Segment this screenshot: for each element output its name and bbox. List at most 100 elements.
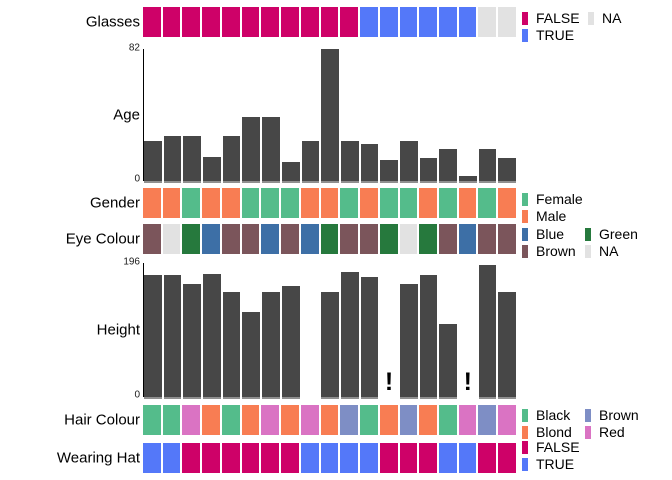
wearing-hat-tile (340, 443, 359, 473)
height-bar-slot (203, 263, 221, 397)
row-label-glasses: Glasses (85, 13, 140, 31)
legend-item-eye-colour-blue: Blue (522, 226, 564, 242)
wearing-hat-strip (143, 443, 516, 473)
row-label-age: Age (113, 106, 140, 124)
row-label-height: Height (96, 321, 140, 339)
eye-colour-tile (320, 224, 339, 254)
height-bar (439, 323, 457, 397)
hair-colour-tile (143, 405, 161, 435)
height-bar (360, 277, 379, 397)
legend-item-glasses-false: FALSE (522, 10, 580, 26)
hair-colour-tile (458, 405, 477, 435)
gender-tile (221, 188, 240, 218)
hair-colour-strip (143, 405, 516, 435)
height-bar-slot (262, 263, 280, 397)
age-bar (242, 116, 261, 181)
hair-colour-tile (300, 405, 319, 435)
gender-tile (143, 188, 161, 218)
glasses-tile (498, 7, 516, 37)
wearing-hat-tile (360, 443, 378, 473)
height-bar-slot (498, 263, 517, 397)
age-bar (321, 49, 339, 181)
wearing-hat-tile (221, 443, 240, 473)
height-bar (399, 284, 418, 397)
height-chart: !! (143, 263, 517, 397)
wearing-hat-tile (320, 443, 339, 473)
age-axis-zero-tick: 0 (134, 173, 140, 185)
legend-swatch-brown-icon (522, 244, 528, 258)
age-bar-slot (380, 49, 398, 181)
hair-colour-tile (221, 405, 240, 435)
glasses-tile (143, 7, 161, 37)
legend-item-eye-colour-na: NA (585, 243, 618, 259)
gender-tile (300, 188, 319, 218)
eye-colour-tile (300, 224, 319, 254)
wearing-hat-tile (399, 443, 418, 473)
age-bar-slot (262, 49, 280, 181)
row-label-wearing-hat: Wearing Hat (56, 449, 140, 467)
glasses-tile (320, 7, 339, 37)
eye-colour-tile (360, 224, 378, 254)
age-bar (262, 116, 280, 181)
wearing-hat-tile (379, 443, 398, 473)
legend-item-hair-colour-red: Red (585, 424, 625, 440)
eye-colour-tile (439, 224, 457, 254)
hair-colour-tile (399, 405, 418, 435)
glasses-tile (379, 7, 398, 37)
legend-item-eye-colour-brown: Brown (522, 243, 576, 259)
eye-colour-tile (419, 224, 438, 254)
legend-item-glasses-na: NA (588, 10, 621, 26)
eye-colour-tile (221, 224, 240, 254)
gender-tile (419, 188, 438, 218)
eye-colour-tile (498, 224, 516, 254)
legend-label-na: NA (599, 243, 619, 259)
wearing-hat-tile (162, 443, 181, 473)
age-bar (439, 148, 457, 181)
wearing-hat-tile (439, 443, 457, 473)
height-bar-slot: ! (380, 263, 398, 397)
age-bar (380, 160, 398, 181)
hair-colour-tile (202, 405, 220, 435)
age-bar-slot (163, 49, 182, 181)
age-bar-slot (399, 49, 418, 181)
eye-colour-tile (182, 224, 201, 254)
wearing-hat-tile (143, 443, 161, 473)
missing-value-marker: ! (463, 368, 472, 396)
eye-colour-tile (379, 224, 398, 254)
eye-colour-tile (478, 224, 497, 254)
legend-item-hair-colour-black: Black (522, 407, 570, 423)
age-bar-slot (203, 49, 221, 181)
legend-swatch-na-icon (585, 244, 591, 258)
age-bar (222, 135, 241, 181)
age-bar (281, 161, 300, 181)
height-bar-slot (302, 263, 320, 397)
gender-tile (379, 188, 398, 218)
hair-colour-tile (478, 405, 497, 435)
gender-tile (162, 188, 181, 218)
row-label-gender: Gender (89, 194, 140, 212)
gender-tile (478, 188, 497, 218)
gender-tile (439, 188, 457, 218)
legend-swatch-black-icon (522, 408, 528, 422)
eye-colour-tile (261, 224, 280, 254)
age-bar-slot (144, 49, 162, 181)
legend-swatch-red-icon (585, 425, 591, 439)
wearing-hat-tile (261, 443, 280, 473)
gender-tile (498, 188, 516, 218)
legend-item-gender-male: Male (522, 208, 566, 224)
height-bar-slot (360, 263, 379, 397)
height-bar (222, 291, 241, 397)
wearing-hat-tile (241, 443, 260, 473)
height-bar (203, 273, 221, 397)
age-bar (399, 140, 418, 181)
glasses-tile (182, 7, 201, 37)
age-bar (203, 156, 221, 181)
legend-label-green: Green (599, 226, 638, 242)
height-bar-slot: ! (459, 263, 477, 397)
legend-label-brown: Brown (599, 407, 639, 423)
glasses-tile (261, 7, 280, 37)
glasses-tile (221, 7, 240, 37)
glasses-strip (143, 7, 516, 37)
glasses-tile (241, 7, 260, 37)
